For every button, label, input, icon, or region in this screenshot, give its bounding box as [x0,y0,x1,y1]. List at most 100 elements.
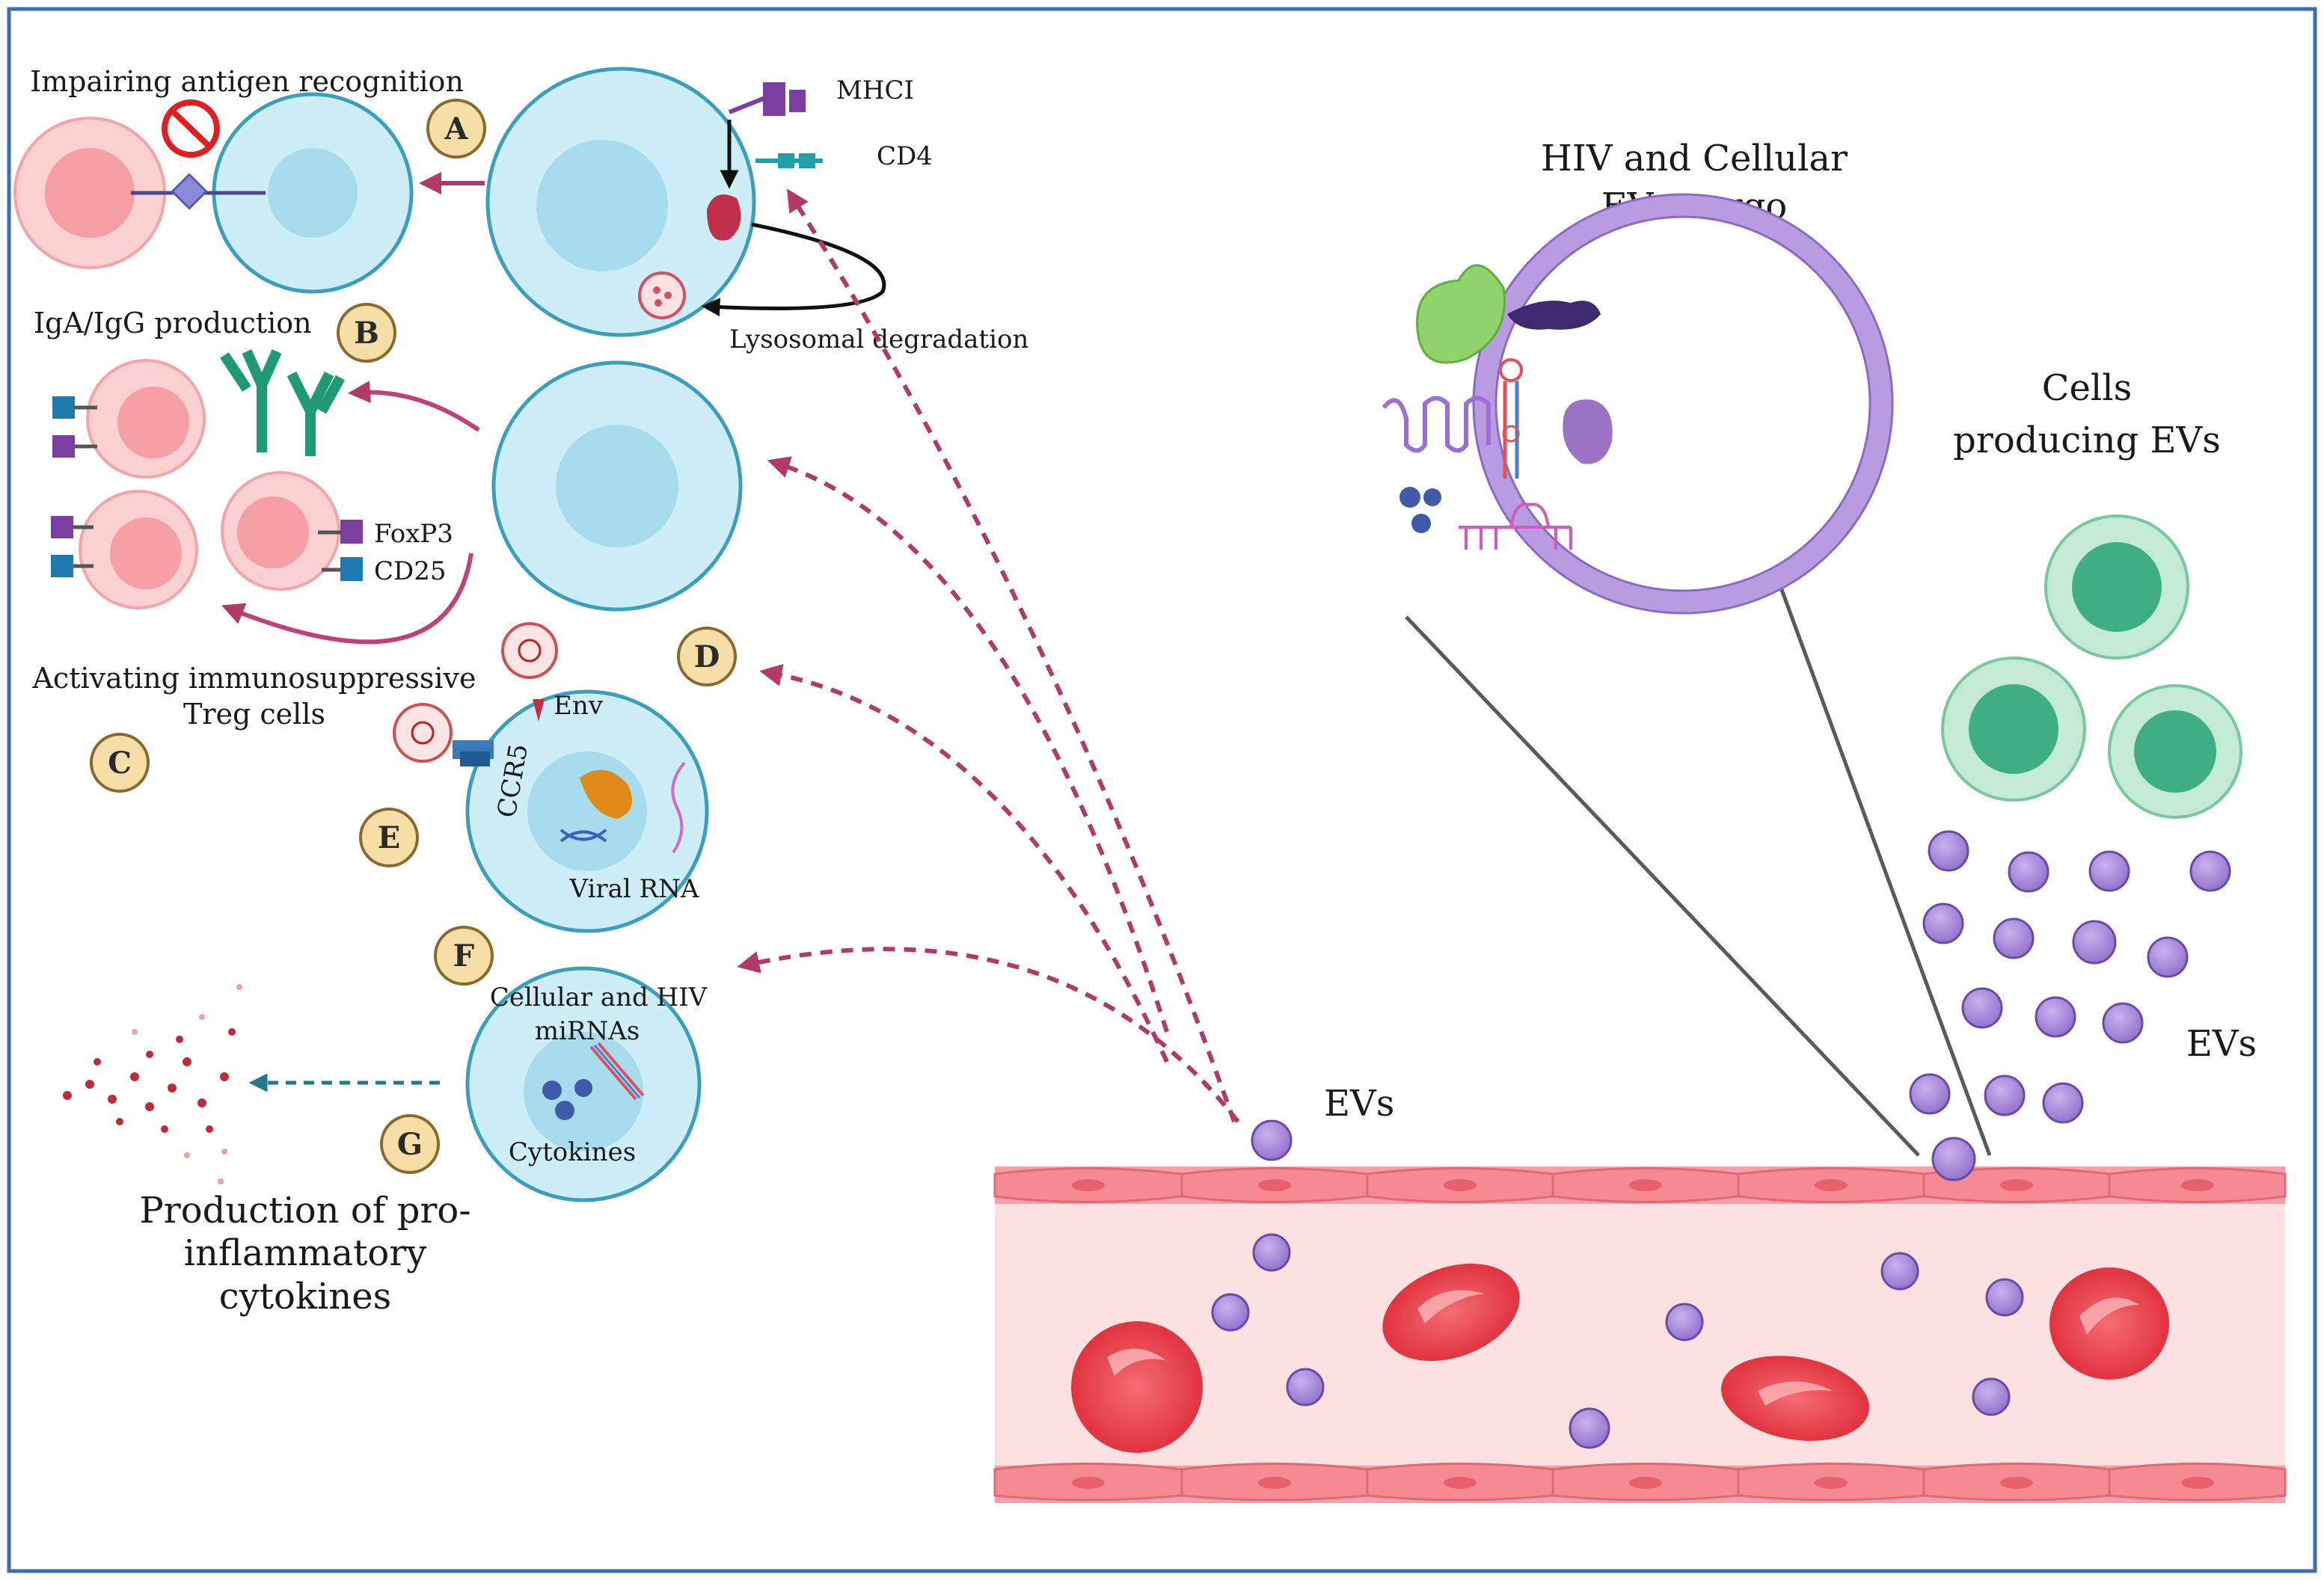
mhci-label: MHCI [836,76,914,105]
comb-rna-icon [1459,502,1572,550]
blood-vessel [993,1166,2287,1503]
rbc-2 [1382,1263,1520,1362]
svg-text:B: B [354,316,379,351]
red-blood-cells [1071,1263,2169,1453]
producer-cell-1 [2044,514,2189,660]
badge-b: B [337,303,396,363]
mirna-label-2: miRNAs [535,1016,640,1046]
receptors-b1 [52,396,97,458]
activating-label-1: Activating immunosuppressive [31,662,476,695]
viral-rna-label: Viral RNA [569,874,699,904]
receptors-c1 [51,516,93,577]
treg-cell [221,471,340,591]
hiv-virion-1 [501,622,558,679]
iga-label: IgA/IgG production [34,307,312,339]
apc-cell [485,67,756,337]
mhci-icon [728,82,806,116]
ev [1972,1377,2011,1416]
foxp3-cd25-icons [318,520,363,581]
cytokine-spray [63,984,242,1184]
ev [1880,1252,1919,1291]
rbc-4 [2049,1267,2169,1380]
t-cell-a [212,92,414,294]
cells-producing-title-2: producing EVs [1953,419,2221,461]
vessel-evs [1211,1233,2024,1449]
svg-text:C: C [108,746,132,781]
outer-border [7,7,2317,1573]
svg-text:A: A [444,111,468,147]
producer-cell-3 [2108,684,2242,819]
vessel-wall-bottom [993,1463,2287,1503]
dna-icon [559,829,607,843]
prohibited-icon [162,99,220,158]
svg-text:G: G [397,1127,423,1162]
production-label-1: Production of pro- [139,1190,470,1232]
production-label-2: inflammatory [184,1232,427,1274]
env-label: Env [554,691,604,721]
mirna-cell [465,966,702,1202]
ev [1252,1233,1291,1272]
rbc-1 [1071,1321,1203,1453]
viral-rna-icon [671,761,686,854]
ev [1665,1303,1704,1341]
green-protein-icon [1416,264,1506,364]
antibody-icons [220,349,346,456]
impairing-label: Impairing antigen recognition [30,65,464,98]
dashed-arrow-d [759,664,1169,1063]
activating-label-2: Treg cells [183,698,325,731]
mitochondria-icon [580,769,632,819]
ccr5-receptor-icon [453,740,494,766]
b-cell-c1 [79,490,198,609]
producer-cell-2 [1941,657,2086,802]
badge-d: D [677,627,737,686]
cells-producing-title-1: Cells [2042,367,2132,409]
membrane-protein-icon [1382,396,1491,453]
svg-text:D: D [694,639,720,674]
vessel-wall-top [993,1166,2287,1204]
antigen-icon [171,173,208,210]
released-evs [1909,830,2231,1181]
evs-vessel-label: EVs [1324,1083,1394,1125]
rbc-3 [1721,1356,1869,1441]
svg-text:F: F [453,938,474,974]
ev [1985,1278,2024,1317]
ev [1569,1407,1610,1449]
ev [1286,1368,1325,1407]
dark-protein-icon [1507,301,1601,330]
badge-g: G [380,1114,440,1174]
cargo-spheres [1399,487,1441,533]
t-cell-b [491,360,743,612]
lysosome-icon [638,271,686,319]
infected-cell [465,689,709,933]
purple-protein-icon [1563,399,1613,464]
dashed-arrow-f [737,947,1240,1123]
badge-c: C [90,733,150,793]
mirna-icon [589,1042,645,1101]
cargo-title-1: HIV and Cellular [1541,138,1848,179]
evs-right-label: EVs [2186,1023,2257,1065]
badge-e: E [359,808,419,867]
ev-dashed-arrows [737,188,1240,1123]
badge-a: A [426,99,486,159]
arrow-c [221,553,473,645]
dashed-arrow-b [767,456,1169,1033]
cytokine-spheres [542,1079,592,1120]
production-label-3: cytokines [219,1276,392,1318]
b-cell-a [13,117,166,269]
b-cell-b1 [86,359,206,479]
hiv-virion-2 [393,703,453,763]
cytokines-label: Cytokines [509,1137,636,1167]
badge-f: F [434,926,494,986]
ev-cargo-circle [1382,193,1894,615]
rna-hairpin-icon [1499,358,1523,479]
arrow-b [348,381,480,432]
svg-text:E: E [378,820,401,855]
ev [1211,1293,1250,1332]
dashed-arrow-a [786,188,1236,1123]
cd4-icon [755,153,823,168]
ev-released [1251,1119,1293,1161]
mirna-label-1: Cellular and HIV [490,983,708,1012]
producing-cells [1941,514,2242,819]
foxp3-label: FoxP3 [374,519,453,549]
